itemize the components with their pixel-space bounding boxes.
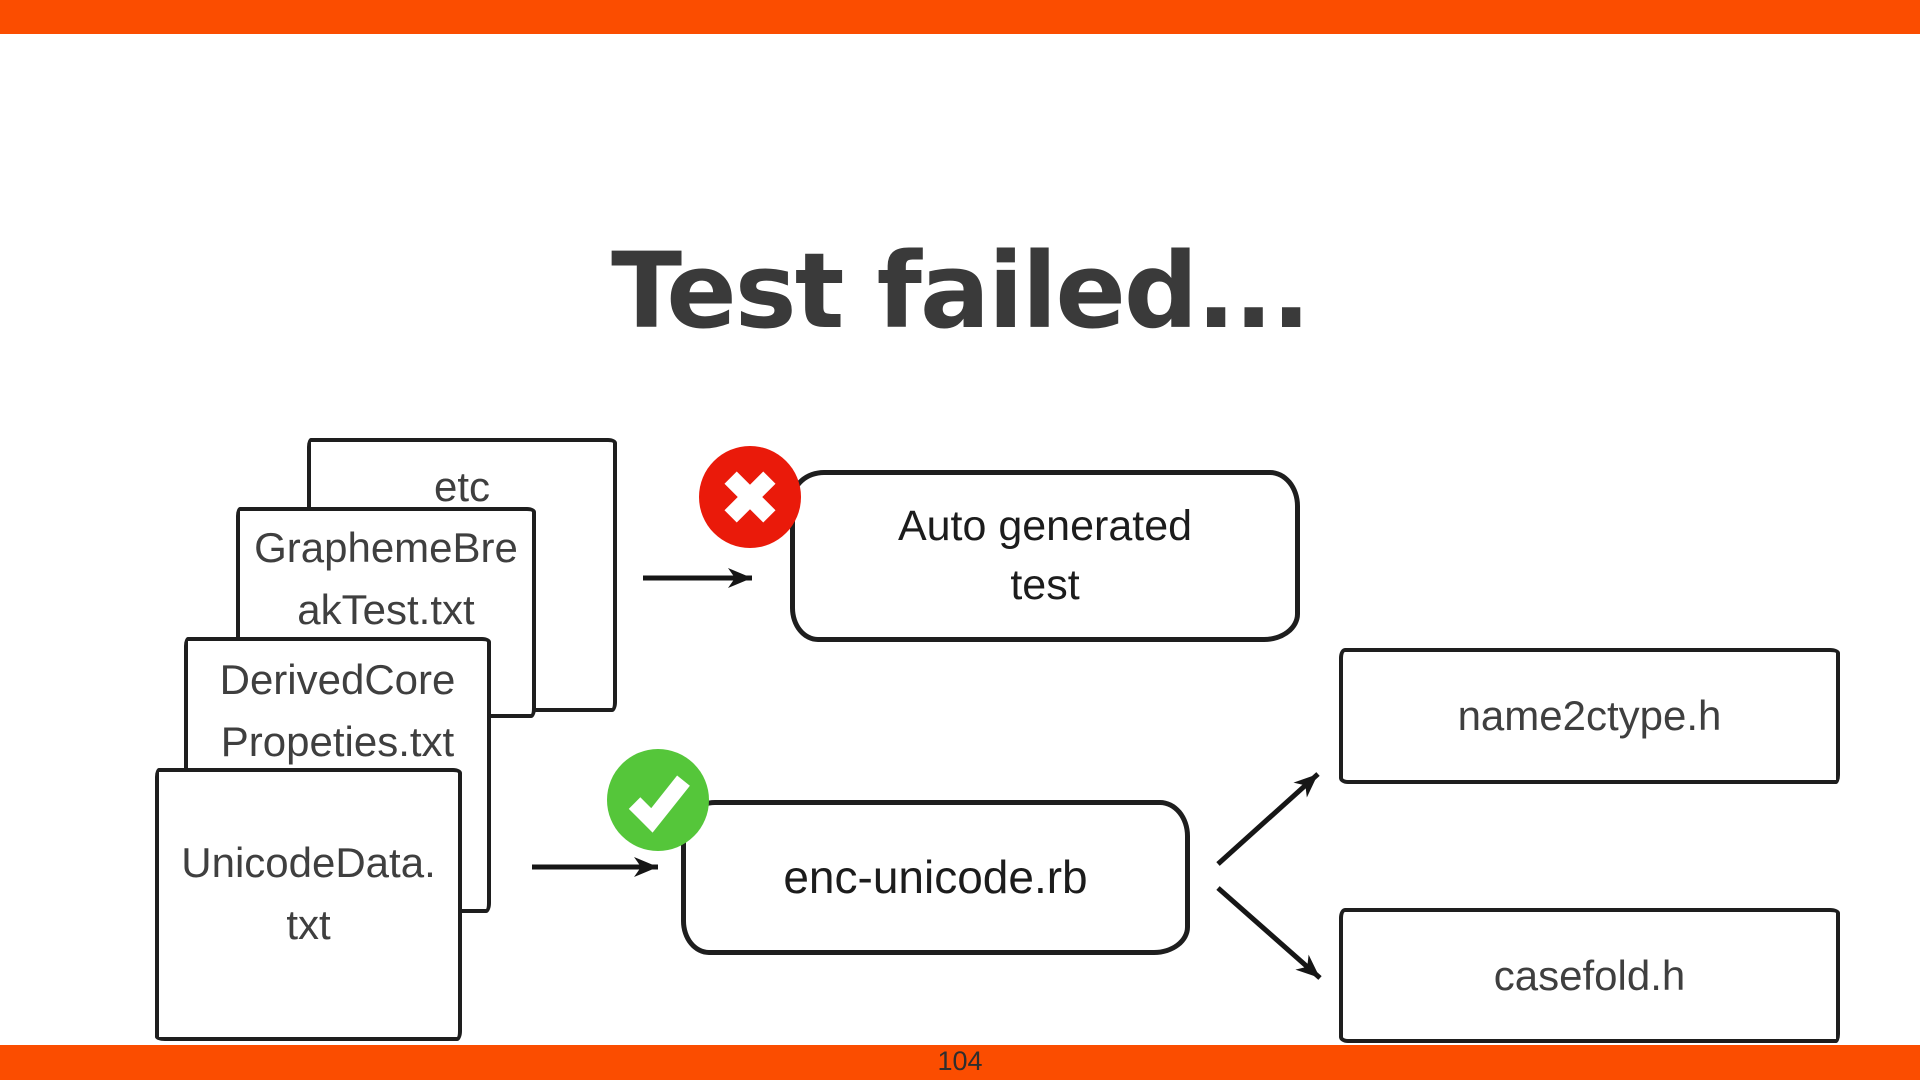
page-title: Test failed...: [611, 229, 1311, 352]
auto-generated-test-box: Auto generated test: [790, 470, 1300, 642]
page-number: 104: [937, 1046, 983, 1076]
top-accent-bar: [0, 0, 1920, 34]
output-label: name2ctype.h: [1457, 692, 1722, 739]
flow-label-line: Auto generated: [897, 502, 1193, 550]
file-label-line: DerivedCore: [219, 656, 456, 703]
check-circle-icon: [607, 749, 709, 851]
enc-unicode-box: enc-unicode.rb: [681, 800, 1190, 955]
output-box-name2ctype: name2ctype.h: [1339, 648, 1840, 784]
flow-label: enc-unicode.rb: [783, 851, 1088, 903]
file-label: etc: [433, 463, 491, 510]
flow-label-line: test: [1010, 561, 1080, 609]
output-label: casefold.h: [1493, 951, 1686, 999]
file-label-line: akTest.txt: [297, 586, 475, 633]
file-label-line: GraphemeBre: [254, 524, 518, 571]
bottom-accent-bar: 104: [0, 1045, 1920, 1080]
output-box-casefold: casefold.h: [1339, 908, 1840, 1043]
arrow-enc-to-casefold: [1216, 886, 1322, 980]
file-box-unicodedata: UnicodeData. txt: [155, 768, 462, 1041]
cross-circle-icon: [699, 446, 801, 548]
file-label-line: txt: [286, 901, 331, 948]
file-label-line: UnicodeData.: [181, 839, 436, 886]
arrow-enc-to-name2ctype: [1216, 772, 1320, 866]
file-label-line: Propeties.txt: [220, 718, 455, 765]
